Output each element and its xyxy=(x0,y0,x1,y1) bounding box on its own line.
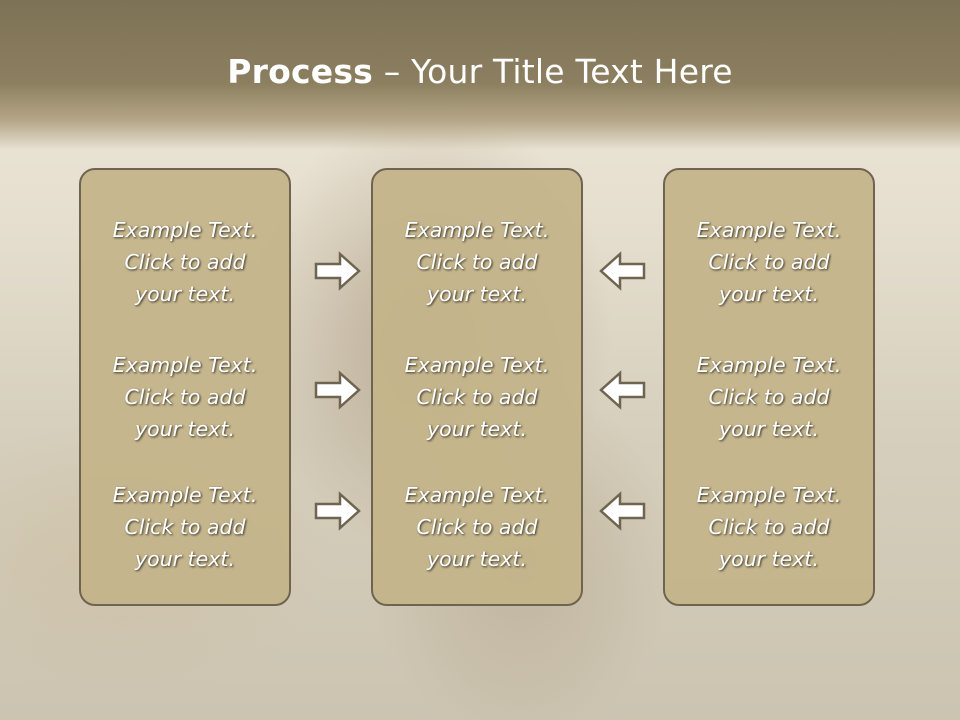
text-line: your text. xyxy=(135,547,235,571)
title-strong: Process xyxy=(227,52,374,91)
text-line: your text. xyxy=(427,282,527,306)
text-line: Click to add xyxy=(124,385,246,409)
text-block[interactable]: Example Text. Click to add your text. xyxy=(665,214,873,310)
process-panel-left[interactable]: Example Text. Click to add your text. Ex… xyxy=(79,168,291,606)
text-line: your text. xyxy=(719,282,819,306)
text-line: Example Text. xyxy=(404,218,550,242)
text-line: Click to add xyxy=(416,385,538,409)
arrow-right-icon[interactable] xyxy=(314,370,362,410)
text-line: Click to add xyxy=(708,385,830,409)
process-panel-center[interactable]: Example Text. Click to add your text. Ex… xyxy=(371,168,583,606)
text-block[interactable]: Example Text. Click to add your text. xyxy=(81,214,289,310)
title-band xyxy=(0,0,960,150)
text-line: your text. xyxy=(135,417,235,441)
text-block[interactable]: Example Text. Click to add your text. xyxy=(665,349,873,445)
text-block[interactable]: Example Text. Click to add your text. xyxy=(81,479,289,575)
title-rest: – Your Title Text Here xyxy=(373,52,733,91)
text-line: Example Text. xyxy=(112,218,258,242)
text-line: your text. xyxy=(719,547,819,571)
arrow-right-icon[interactable] xyxy=(314,251,362,291)
text-block[interactable]: Example Text. Click to add your text. xyxy=(373,349,581,445)
text-line: your text. xyxy=(135,282,235,306)
arrow-right-icon[interactable] xyxy=(314,491,362,531)
text-line: Click to add xyxy=(708,515,830,539)
text-block[interactable]: Example Text. Click to add your text. xyxy=(665,479,873,575)
text-line: your text. xyxy=(719,417,819,441)
text-line: your text. xyxy=(427,547,527,571)
text-line: Click to add xyxy=(416,515,538,539)
process-panel-right[interactable]: Example Text. Click to add your text. Ex… xyxy=(663,168,875,606)
text-block[interactable]: Example Text. Click to add your text. xyxy=(373,479,581,575)
text-line: Example Text. xyxy=(696,353,842,377)
text-line: Click to add xyxy=(124,515,246,539)
slide-title[interactable]: Process – Your Title Text Here xyxy=(0,52,960,91)
text-line: Click to add xyxy=(708,250,830,274)
text-block[interactable]: Example Text. Click to add your text. xyxy=(373,214,581,310)
text-line: Click to add xyxy=(124,250,246,274)
text-line: Example Text. xyxy=(696,483,842,507)
text-line: Example Text. xyxy=(696,218,842,242)
arrow-left-icon[interactable] xyxy=(598,491,646,531)
text-line: Example Text. xyxy=(112,483,258,507)
arrow-left-icon[interactable] xyxy=(598,251,646,291)
text-line: Click to add xyxy=(416,250,538,274)
text-line: Example Text. xyxy=(404,483,550,507)
text-line: your text. xyxy=(427,417,527,441)
text-line: Example Text. xyxy=(112,353,258,377)
arrow-left-icon[interactable] xyxy=(598,370,646,410)
text-block[interactable]: Example Text. Click to add your text. xyxy=(81,349,289,445)
text-line: Example Text. xyxy=(404,353,550,377)
